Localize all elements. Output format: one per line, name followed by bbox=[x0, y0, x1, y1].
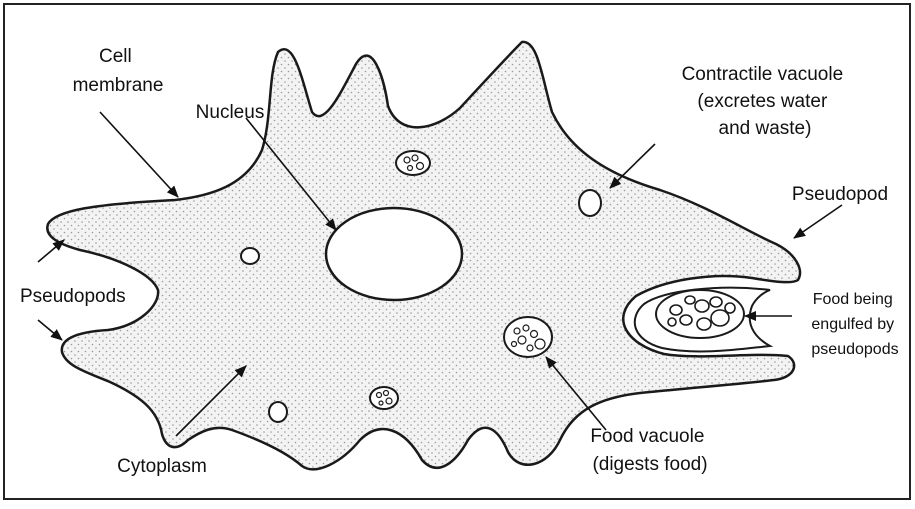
nucleus bbox=[326, 208, 462, 300]
label-pseudopod: Pseudopod bbox=[792, 184, 888, 205]
label-pseudopods: Pseudopods bbox=[20, 286, 126, 307]
label-cytoplasm: Cytoplasm bbox=[117, 456, 207, 477]
food-vacuole-top bbox=[396, 151, 430, 175]
label-food-being-engulfed: Food being engulfed by pseudopods bbox=[811, 291, 898, 358]
small-vacuole bbox=[269, 402, 287, 422]
small-vacuole bbox=[241, 248, 259, 264]
food-vacuole bbox=[504, 317, 552, 357]
contractile-vacuole bbox=[579, 190, 601, 216]
label-nucleus: Nucleus bbox=[196, 102, 265, 123]
food-vacuole-bottom bbox=[370, 387, 398, 409]
food-particle-engulfed bbox=[656, 290, 744, 338]
